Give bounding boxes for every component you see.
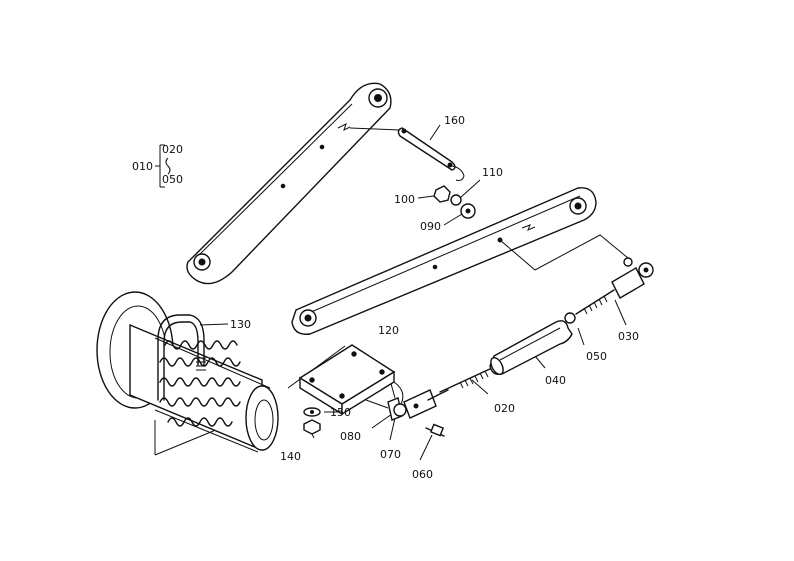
label-110: 110 (482, 166, 503, 179)
upper-lift-arm (186, 82, 392, 285)
label-120: 120 (378, 324, 399, 337)
bracket-plate-120 (298, 344, 404, 416)
label-080: 080 (340, 430, 361, 443)
range-bracket (155, 144, 171, 188)
label-020: 020 (494, 402, 515, 415)
label-160: 160 (444, 114, 465, 127)
lower-lift-arm (291, 187, 597, 335)
label-010: 010 (132, 160, 153, 173)
label-130: 130 (230, 318, 251, 331)
label-050: 050 (586, 350, 607, 363)
label-020-range: 020 (162, 143, 183, 156)
part-labels: 010 020 050 160 110 100 090 130 120 030 … (132, 114, 639, 481)
label-030: 030 (618, 330, 639, 343)
turnbuckle-rear-end (387, 389, 449, 437)
label-100: 100 (394, 193, 415, 206)
label-070: 070 (380, 448, 401, 461)
label-050-range: 050 (162, 173, 183, 186)
nuts-150-140 (303, 407, 321, 435)
label-140: 140 (280, 450, 301, 463)
label-060: 060 (412, 468, 433, 481)
threaded-rod-020 (439, 367, 493, 393)
label-150: 150 (330, 406, 351, 419)
cooling-fins (159, 340, 241, 427)
label-040: 040 (545, 374, 566, 387)
front-rod-030 (564, 257, 654, 324)
check-link-160 (349, 124, 465, 181)
axle-housing (96, 291, 279, 453)
label-090: 090 (420, 220, 441, 233)
u-bolt-130 (157, 314, 206, 401)
fasteners-100-110-090 (433, 179, 481, 219)
turnbuckle-body-040 (489, 320, 573, 376)
